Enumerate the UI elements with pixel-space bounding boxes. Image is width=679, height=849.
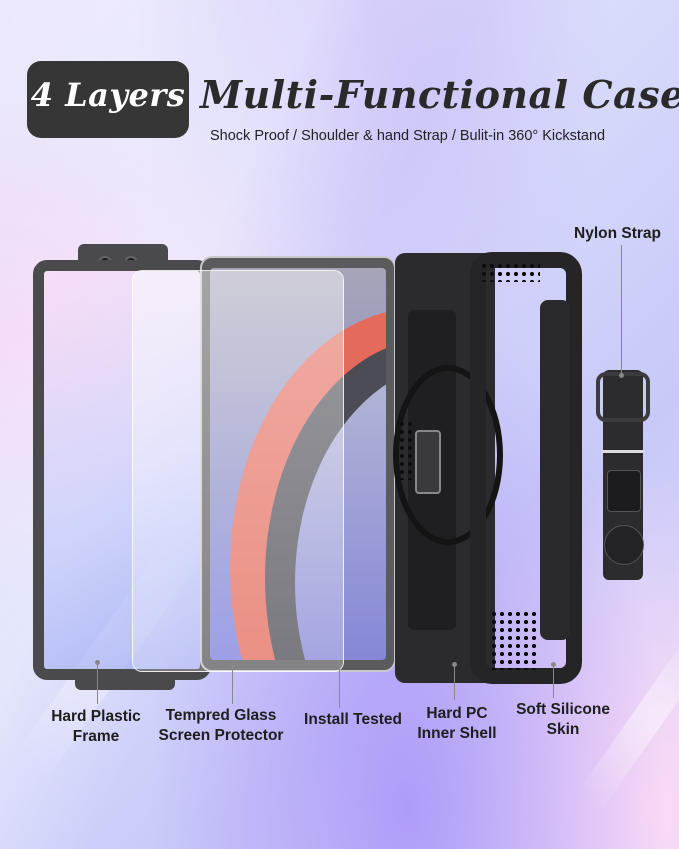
badge-text: 4 Layers bbox=[30, 76, 186, 114]
leader-dot bbox=[230, 662, 235, 667]
label-line: Tempred Glass bbox=[165, 707, 277, 724]
honeycomb-pattern bbox=[490, 610, 540, 670]
tablet-screen bbox=[210, 268, 386, 660]
honeycomb-pattern bbox=[398, 420, 412, 480]
label-soft-silicone-skin: Soft Silicone Skin bbox=[510, 700, 616, 740]
label-install-tested: Install Tested bbox=[304, 711, 402, 728]
label-line: Skin bbox=[546, 721, 580, 738]
feature-subtitle: Shock Proof / Shoulder & hand Strap / Bu… bbox=[210, 128, 606, 144]
leader-line-shell bbox=[454, 664, 455, 700]
leader-line-nylon bbox=[621, 245, 622, 375]
label-line: Inner Shell bbox=[417, 725, 497, 742]
headline-title: Multi-Functional Case bbox=[200, 72, 679, 117]
label-line: Soft Silicone bbox=[516, 701, 610, 718]
leader-line-install bbox=[339, 664, 340, 708]
tablet-device bbox=[200, 256, 396, 672]
label-tempered-glass: Tempred Glass Screen Protector bbox=[150, 706, 292, 746]
leader-dot bbox=[337, 662, 342, 667]
label-nylon-strap: Nylon Strap bbox=[574, 225, 661, 242]
label-line: Hard Plastic bbox=[51, 708, 141, 725]
label-line: Frame bbox=[72, 728, 120, 745]
soft-silicone-skin bbox=[470, 252, 582, 684]
strap-buckle bbox=[607, 470, 641, 512]
strap-loop bbox=[596, 372, 650, 422]
leader-dot bbox=[452, 662, 457, 667]
leader-line-skin bbox=[553, 664, 554, 698]
label-hard-pc-inner-shell: Hard PC Inner Shell bbox=[414, 704, 500, 744]
leader-dot bbox=[619, 373, 624, 378]
strap-ring bbox=[602, 450, 644, 453]
layers-badge: 4 Layers bbox=[27, 61, 189, 138]
frame-bottom-tab bbox=[75, 672, 175, 690]
leader-dot bbox=[95, 660, 100, 665]
hard-plastic-frame bbox=[33, 260, 211, 680]
skin-side-grip bbox=[540, 300, 570, 640]
strap-pull-tab bbox=[604, 525, 644, 565]
honeycomb-pattern bbox=[480, 262, 540, 282]
label-line: Screen Protector bbox=[158, 727, 284, 744]
leader-line-glass bbox=[232, 664, 233, 704]
kickstand-handle bbox=[415, 430, 441, 494]
label-hard-plastic-frame: Hard Plastic Frame bbox=[36, 707, 156, 747]
rotating-kickstand-wheel bbox=[393, 365, 503, 545]
label-line: Hard PC bbox=[426, 705, 488, 722]
tempered-glass-protector bbox=[132, 270, 344, 672]
leader-dot bbox=[551, 662, 556, 667]
leader-line-frame bbox=[97, 662, 98, 704]
